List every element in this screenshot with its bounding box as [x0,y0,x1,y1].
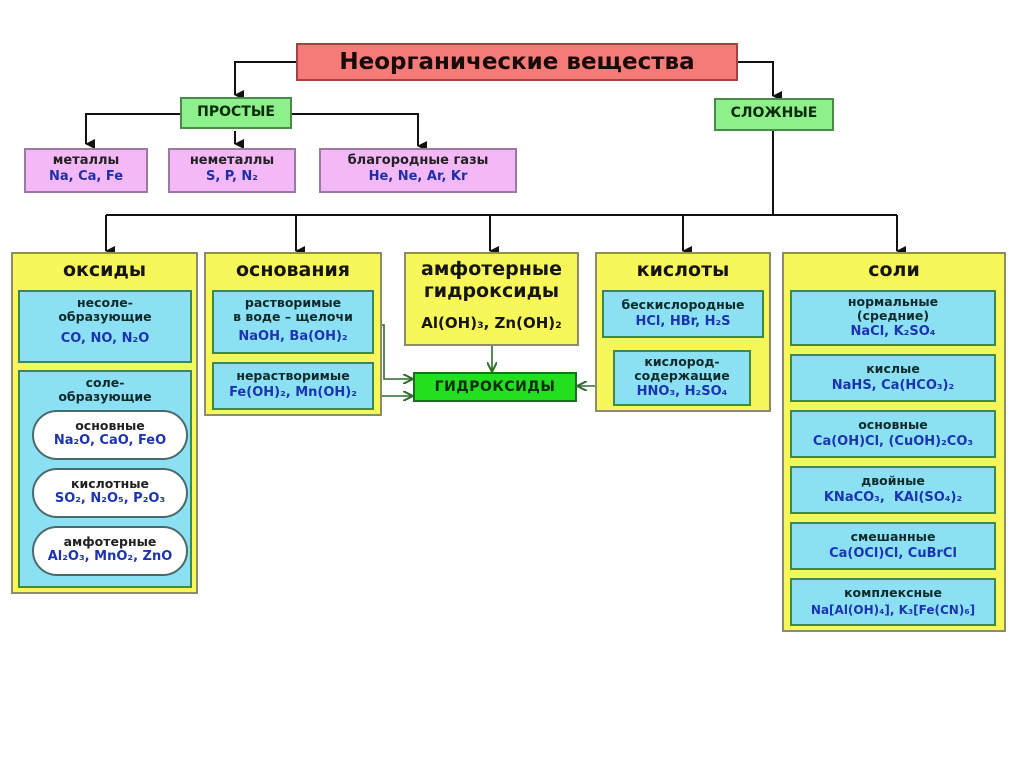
item-label: благородные газы [347,153,489,168]
subgroup-examples: HCl, HBr, H₂S [635,314,731,329]
subgroup-examples: NaOH, Ba(OH)₂ [238,329,348,344]
salt-type-examples: Ca(OCl)Cl, CuBrCl [829,546,957,561]
salt-type-examples: KNaCO₃, KAl(SO₄)₂ [823,490,963,505]
subgroup-insoluble: нерастворимые Fe(OH)₂, Mn(OH)₂ [212,362,374,410]
subgroup-oxygen-free: бескислородные HCl, HBr, H₂S [602,290,764,338]
salt-type-label: нормальные [847,294,939,309]
salt-type-label: кислые [866,361,920,376]
oxide-type-examples: SO₂, N₂O₅, P₂O₃ [54,491,166,506]
subgroup-examples: Fe(OH)₂, Mn(OH)₂ [229,385,357,400]
subgroup-label: соле- [85,375,125,390]
group-amphoteric-examples: Al(OH)₃, Zn(OH)₂ [421,314,562,332]
oxide-type-label: кислотные [70,476,150,491]
subgroup-label: содержащие [634,368,730,383]
category-complex-label: СЛОЖНЫЕ [730,105,818,121]
arrow-root-to-complex [738,61,782,101]
category-complex: СЛОЖНЫЕ [714,98,834,131]
subgroup-examples: HNO₃, H₂SO₄ [636,384,728,399]
salt-type-examples: Na[Al(OH)₄], K₃[Fe(CN)₆] [810,603,976,617]
salt-type-label: (средние) [856,308,930,323]
group-oxides: оксиды несоле- образующие CO, NO, N₂O со… [11,252,198,594]
group-acids: кислоты бескислородные HCl, HBr, H₂S кис… [595,252,771,412]
salt-type-label: основные [858,417,928,432]
subgroup-non-salt-forming: несоле- образующие CO, NO, N₂O [18,290,192,363]
salt-type-complex: комплексные Na[Al(OH)₄], K₃[Fe(CN)₆] [790,578,996,626]
oxide-type-label: основные [75,418,145,433]
group-oxides-title: оксиды [62,259,147,281]
node-hydroxides-label: ГИДРОКСИДЫ [434,379,556,395]
item-examples: He, Ne, Ar, Kr [368,169,468,184]
group-amphoteric-hydroxides: амфотерные гидроксиды Al(OH)₃, Zn(OH)₂ [404,252,579,346]
subgroup-label: бескислородные [621,297,745,312]
salt-type-label: двойные [861,473,925,488]
salt-type-examples: Ca(OH)Cl, (CuOH)₂CO₃ [812,434,974,449]
group-salts-title: соли [868,259,920,281]
salt-type-examples: NaHS, Ca(HCO₃)₂ [831,378,955,393]
simple-item-nonmetals: неметаллы S, P, N₂ [168,148,296,193]
root-title: Неорганические вещества [339,49,695,75]
salt-type-basic: основные Ca(OH)Cl, (CuOH)₂CO₃ [790,410,996,458]
salt-type-label: смешанные [850,529,936,544]
salt-type-acidic: кислые NaHS, Ca(HCO₃)₂ [790,354,996,402]
item-label: металлы [52,153,120,168]
salt-type-mixed: смешанные Ca(OCl)Cl, CuBrCl [790,522,996,570]
subgroup-label: растворимые [244,295,342,310]
group-amphoteric-title-line2: гидроксиды [423,280,560,302]
item-examples: Na, Ca, Fe [48,169,124,184]
group-bases-title: основания [236,259,350,281]
subgroup-label: кислород- [644,354,720,369]
root-node-inorganic-substances: Неорганические вещества [296,43,738,81]
group-salts: соли нормальные (средние) NaCl, K₂SO₄ ки… [782,252,1006,632]
oxide-type-acidic: кислотные SO₂, N₂O₅, P₂O₃ [32,468,188,518]
oxide-type-basic: основные Na₂O, CaO, FeO [32,410,188,460]
arrow-root-to-simple [234,61,296,100]
simple-item-noble-gases: благородные газы He, Ne, Ar, Kr [319,148,517,193]
oxide-type-examples: Na₂O, CaO, FeO [53,433,167,448]
salt-type-double: двойные KNaCO₃, KAl(SO₄)₂ [790,466,996,514]
subgroup-label: образующие [58,309,152,324]
item-examples: S, P, N₂ [205,169,258,184]
subgroup-label: образующие [58,389,152,404]
salt-type-label: комплексные [844,585,942,600]
category-simple: ПРОСТЫЕ [180,97,292,129]
line-simple-right [292,113,427,151]
subgroup-oxygen-containing: кислород- содержащие HNO₃, H₂SO₄ [613,350,751,406]
oxide-type-amphoteric: амфотерные Al₂O₃, MnO₂, ZnO [32,526,188,576]
node-hydroxides: ГИДРОКСИДЫ [413,372,577,402]
oxide-type-examples: Al₂O₃, MnO₂, ZnO [47,549,173,564]
group-bases: основания растворимые в воде – щелочи Na… [204,252,382,416]
simple-item-metals: металлы Na, Ca, Fe [24,148,148,193]
subgroup-salt-forming: соле- образующие основные Na₂O, CaO, FeO… [18,370,192,588]
group-amphoteric-title-line1: амфотерные [421,258,562,280]
item-label: неметаллы [189,153,275,168]
oxide-type-label: амфотерные [63,534,157,549]
category-simple-label: ПРОСТЫЕ [197,104,275,120]
subgroup-label: нерастворимые [236,368,350,383]
subgroup-soluble-alkali: растворимые в воде – щелочи NaOH, Ba(OH)… [212,290,374,354]
salt-type-examples: NaCl, K₂SO₄ [850,324,936,339]
line-simple-branch [85,113,180,149]
salt-type-normal: нормальные (средние) NaCl, K₂SO₄ [790,290,996,346]
subgroup-label: в воде – щелочи [233,309,353,324]
subgroup-examples: CO, NO, N₂O [60,331,150,346]
group-acids-title: кислоты [636,259,730,281]
subgroup-label: несоле- [77,295,133,310]
